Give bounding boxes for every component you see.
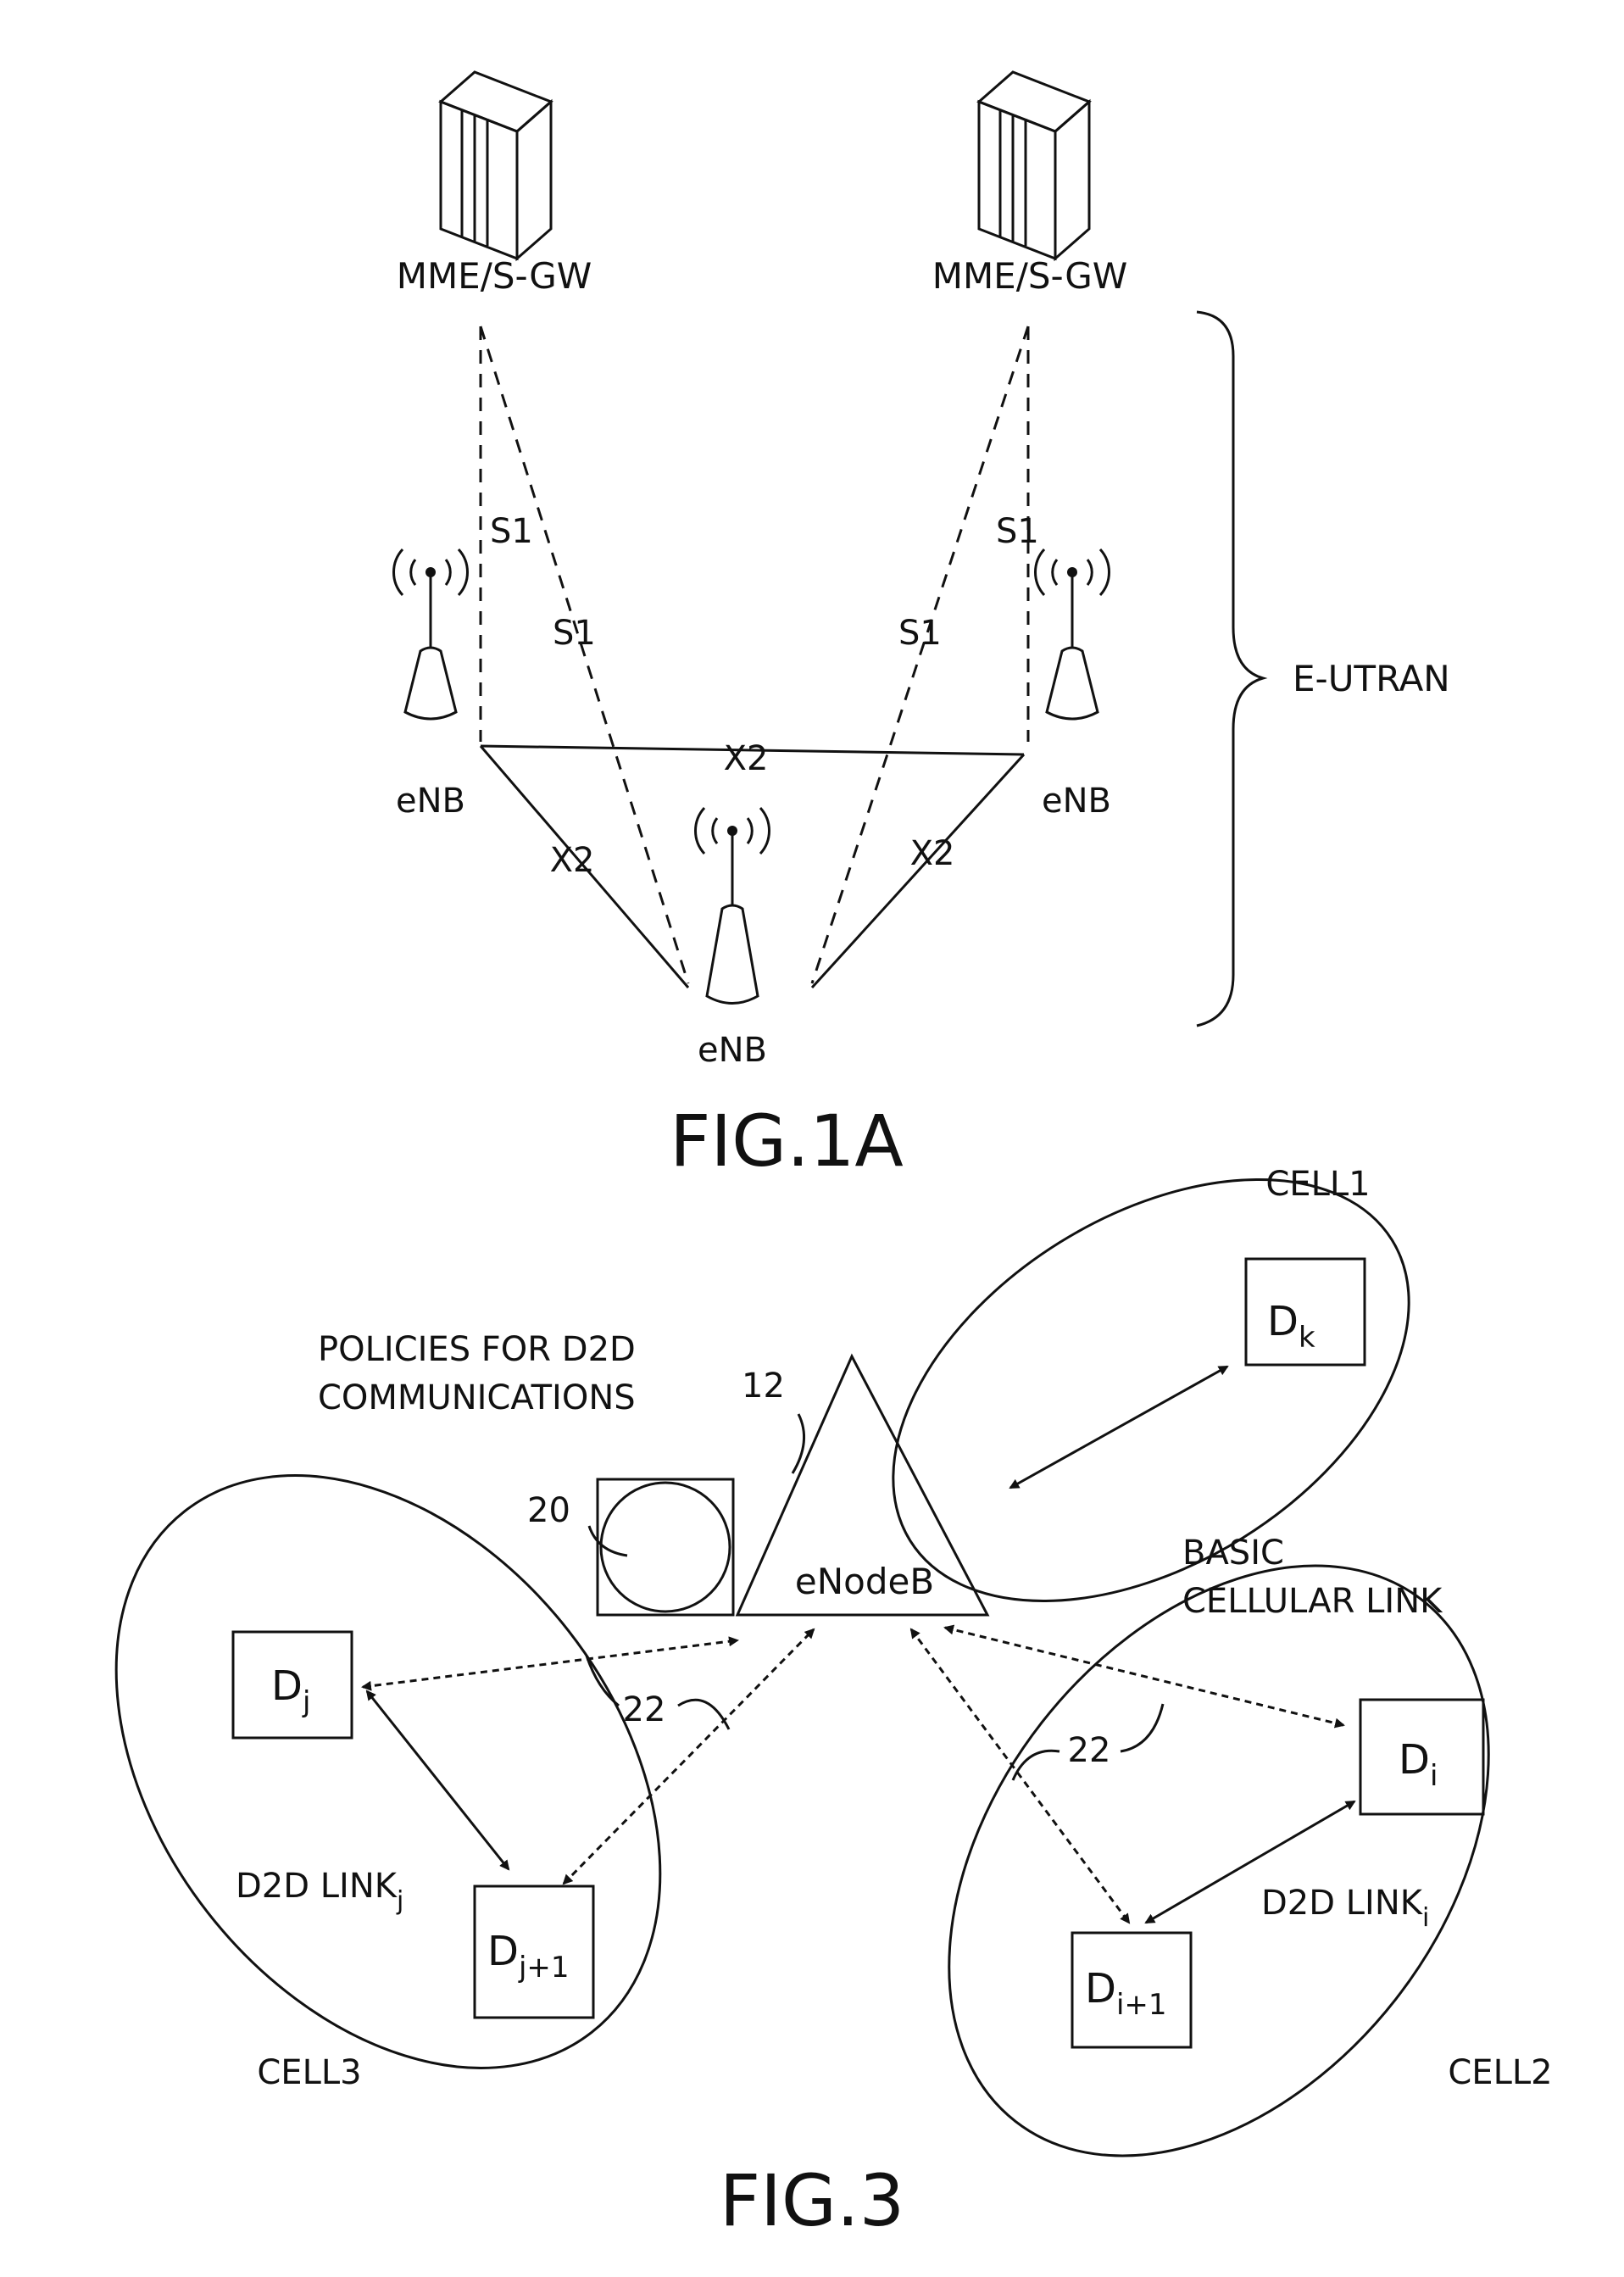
signaling-di1-arrow: [911, 1629, 1129, 1923]
ref-22-left-leader-2: [678, 1700, 729, 1729]
cell1-label: CELL1: [1265, 1165, 1370, 1204]
gateway-left-label: MME/S-GW: [397, 255, 592, 297]
ref-20-label: 20: [527, 1491, 570, 1530]
s1-label: S1: [898, 614, 942, 653]
signaling-dj1-arrow: [564, 1629, 814, 1884]
ref-12-leader: [793, 1414, 804, 1473]
device-dj1-label: Dj+1: [487, 1928, 570, 1985]
s1-link-right-center: [812, 326, 1028, 983]
s1-label: S1: [490, 512, 533, 551]
enb-label-right: eNB: [1042, 782, 1111, 821]
e-utran-brace: [1197, 312, 1263, 1026]
ref-22-right-label: 22: [1068, 1731, 1111, 1770]
fig3-caption: FIG.3: [720, 2159, 904, 2242]
device-di-label: Di: [1399, 1736, 1438, 1793]
e-utran-label: E-UTRAN: [1293, 658, 1450, 699]
signaling-dj-arrow: [363, 1640, 737, 1687]
x2-label: X2: [910, 834, 955, 873]
fig1a-caption: FIG.1A: [670, 1100, 904, 1183]
ref-20-leader: [589, 1526, 627, 1556]
basic-link-label-line2: CELLULAR LINK: [1182, 1582, 1443, 1621]
enb-label-center: eNB: [698, 1031, 767, 1070]
ref-22-left-label: 22: [623, 1690, 666, 1729]
s1-label: S1: [996, 512, 1039, 551]
signaling-di-arrow: [945, 1628, 1343, 1725]
enodeb-label: eNodeB: [795, 1561, 934, 1602]
fig3: CELL1 CELL2 CELL3 POLICIES FOR D2D COMMU…: [4, 1093, 1599, 2260]
basic-link-label-line1: BASIC: [1182, 1534, 1284, 1573]
server-icon-left: [441, 72, 551, 259]
device-dj-label: Dj: [271, 1662, 310, 1719]
policies-label-line1: POLICIES FOR D2D: [318, 1330, 636, 1369]
policy-database-icon: [598, 1479, 733, 1615]
enb-antenna-icon-right: [1036, 549, 1110, 719]
cell3-label: CELL3: [257, 2053, 361, 2092]
ref-22-right-leader-2: [1121, 1704, 1163, 1751]
cell3-ellipse: [4, 1370, 772, 2173]
fig1a: MME/S-GW MME/S-GW S1 S1 S1 S1 X2 X2 X2: [394, 72, 1450, 1183]
ref-12-label: 12: [742, 1367, 785, 1406]
x2-label: X2: [550, 841, 595, 880]
s1-label: S1: [553, 614, 596, 653]
policies-label-line2: COMMUNICATIONS: [318, 1378, 636, 1417]
d2d-link-i-label: D2D LINKi: [1261, 1884, 1429, 1933]
server-icon-right: [979, 72, 1089, 259]
enb-antenna-icon-center: [696, 808, 770, 1004]
d2d-link-j-label: D2D LINKj: [236, 1867, 403, 1916]
enb-antenna-icon-left: [394, 549, 468, 719]
enb-label-left: eNB: [396, 782, 465, 821]
gateway-right-label: MME/S-GW: [932, 255, 1128, 297]
d2d-link-j-arrow: [367, 1691, 509, 1869]
cell2-label: CELL2: [1448, 2053, 1552, 2092]
basic-cellular-link-arrow: [1010, 1367, 1227, 1488]
x2-label: X2: [724, 739, 769, 778]
device-di1-label: Di+1: [1085, 1965, 1167, 2022]
device-dk-label: Dk: [1267, 1298, 1315, 1355]
s1-link-left-center: [481, 326, 688, 983]
